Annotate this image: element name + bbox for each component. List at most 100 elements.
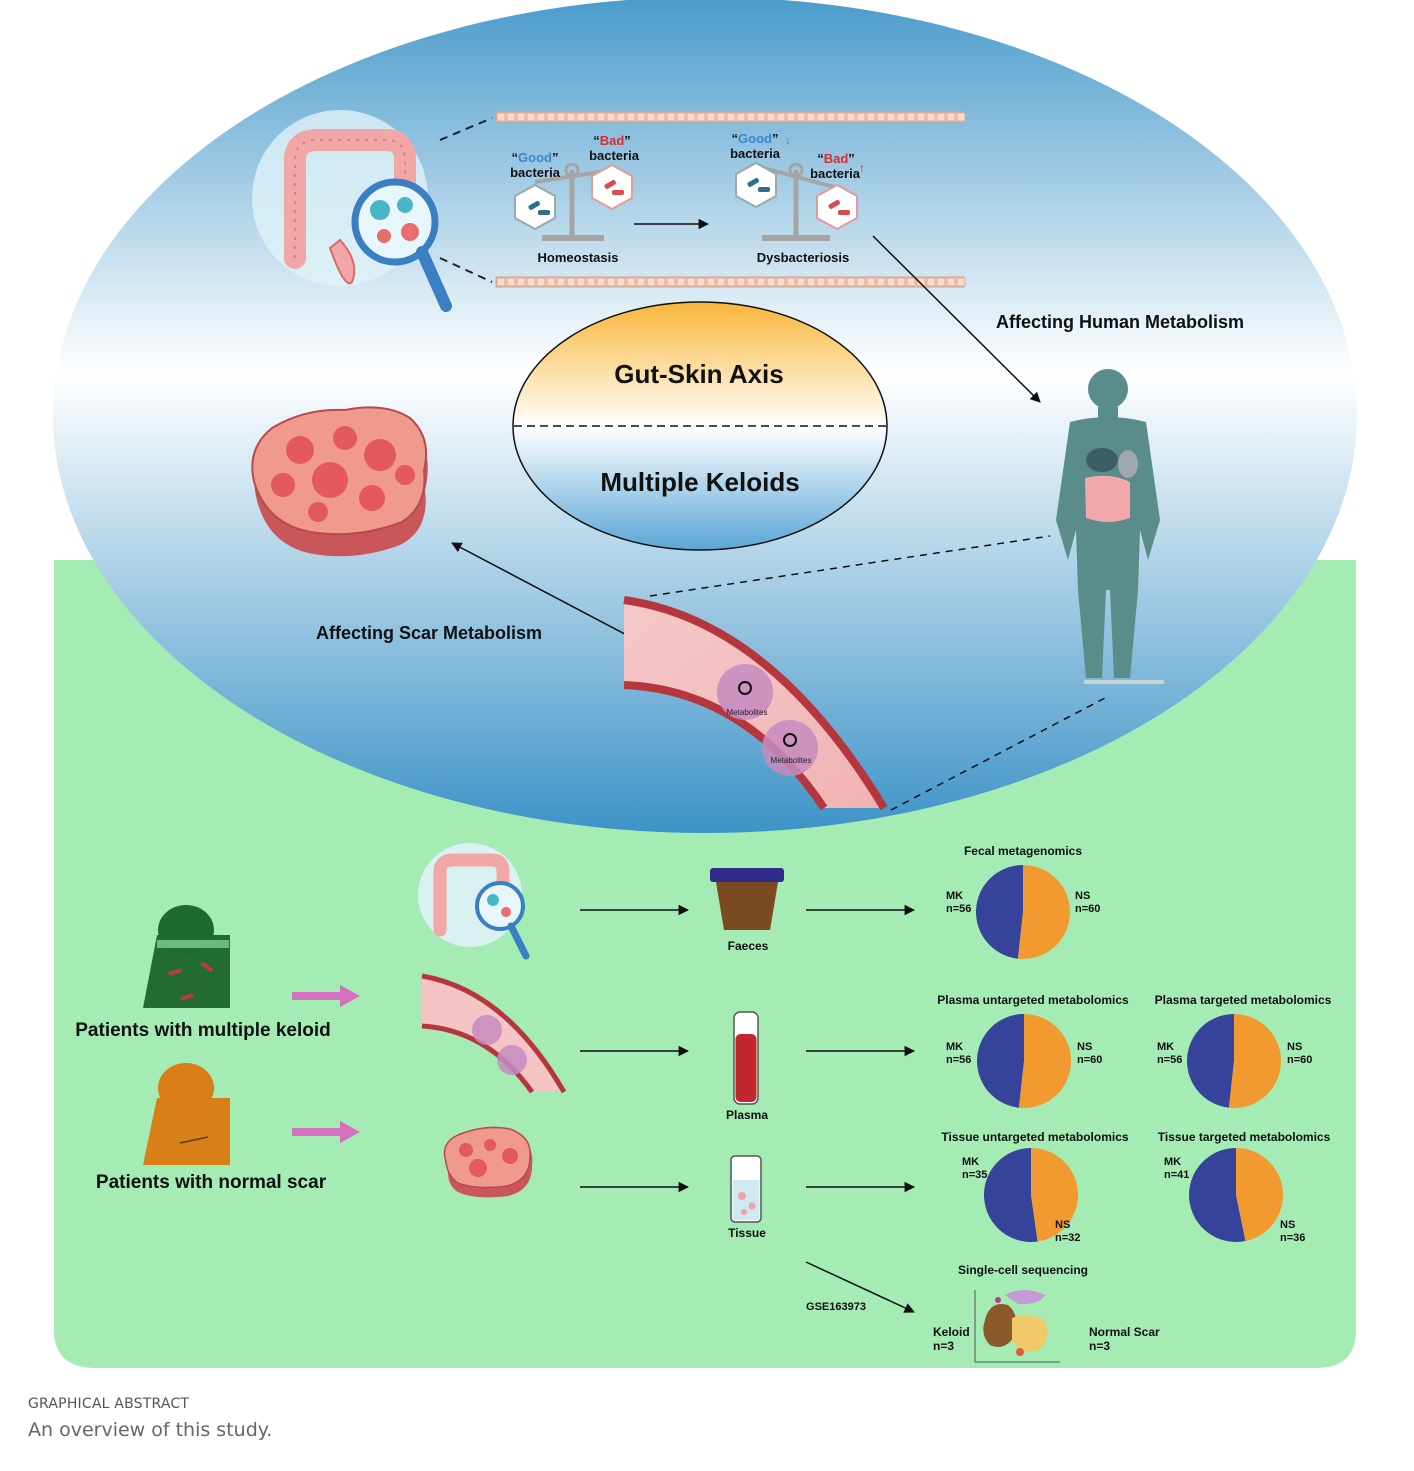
epithelium-cell bbox=[606, 277, 616, 287]
pie-label-mk: MK bbox=[946, 890, 963, 902]
tissue-label: Tissue bbox=[728, 1226, 766, 1240]
epithelium-cell bbox=[556, 112, 566, 122]
epithelium-cell bbox=[826, 112, 836, 122]
faeces-label: Faeces bbox=[728, 939, 769, 953]
epithelium-cell bbox=[946, 277, 956, 287]
keloid-n-label: n=3 bbox=[933, 1339, 954, 1353]
epithelium-cell bbox=[956, 277, 966, 287]
gut-magnifier-small bbox=[418, 843, 530, 960]
epithelium-cell bbox=[806, 112, 816, 122]
epithelium-cell bbox=[916, 112, 926, 122]
epithelium-cell bbox=[686, 112, 696, 122]
human-figure-illustration bbox=[1056, 369, 1164, 684]
epithelium-cell bbox=[646, 112, 656, 122]
epithelium-cell bbox=[646, 277, 656, 287]
pie-slice-mk bbox=[983, 1148, 1038, 1242]
pie-label-ns: n=60 bbox=[1077, 1054, 1102, 1066]
epithelium-cell bbox=[546, 277, 556, 287]
epithelium-cell bbox=[496, 277, 506, 287]
epithelium-cell bbox=[496, 112, 506, 122]
epithelium-cell bbox=[886, 277, 896, 287]
pie-title: Plasma untargeted metabolomics bbox=[937, 993, 1129, 1007]
keloid-tissue-illustration bbox=[251, 406, 428, 557]
patient-ns-icon bbox=[143, 1063, 230, 1165]
pie-title: Tissue targeted metabolomics bbox=[1158, 1130, 1331, 1144]
to-human-arrow bbox=[872, 235, 1041, 403]
bacteria-word-2: bacteria bbox=[589, 148, 640, 163]
pie-label-mk: n=56 bbox=[946, 1054, 971, 1066]
pie-title: Tissue untargeted metabolomics bbox=[941, 1130, 1128, 1144]
epithelium-cell bbox=[726, 277, 736, 287]
up-arrow-icon: ↑ bbox=[859, 161, 865, 175]
pie-label-ns: n=36 bbox=[1280, 1232, 1305, 1244]
epithelium-cell bbox=[676, 112, 686, 122]
metabolites-label-1: Metabolites bbox=[727, 708, 768, 717]
epithelium-cell bbox=[926, 277, 936, 287]
pie-label-mk: MK bbox=[962, 1156, 979, 1168]
epithelium-cell bbox=[796, 112, 806, 122]
bacteria-word-1: bacteria bbox=[510, 165, 561, 180]
keloid-label: Keloid bbox=[933, 1325, 970, 1339]
pie-label-ns: NS bbox=[1287, 1041, 1302, 1053]
metabolites-label-2: Metabolites bbox=[771, 756, 812, 765]
pie-label-mk: MK bbox=[1157, 1041, 1174, 1053]
epithelium-cell bbox=[926, 112, 936, 122]
pie-label-mk: n=41 bbox=[1164, 1169, 1189, 1181]
plasma-label: Plasma bbox=[726, 1108, 768, 1122]
epithelium-cell bbox=[856, 277, 866, 287]
epithelium-cell bbox=[556, 277, 566, 287]
epithelium-cell bbox=[896, 112, 906, 122]
epithelium-cell bbox=[626, 112, 636, 122]
connector-dashed bbox=[649, 535, 1051, 597]
row4-arrow bbox=[805, 1261, 915, 1313]
umap-plot-illustration bbox=[974, 1290, 1060, 1363]
epithelium-cell bbox=[916, 277, 926, 287]
caption-text: An overview of this study. bbox=[28, 1419, 273, 1441]
pink-arrow-1 bbox=[292, 985, 360, 1007]
epithelium-cell bbox=[826, 277, 836, 287]
pie-slice-ns bbox=[1236, 1148, 1283, 1242]
epithelium-cell bbox=[736, 112, 746, 122]
epithelium-cell bbox=[616, 277, 626, 287]
pie-slice-mk bbox=[976, 1014, 1024, 1108]
epithelium-cell bbox=[836, 112, 846, 122]
patients-mk-label: Patients with multiple keloid bbox=[75, 1020, 330, 1041]
bad-bacteria-label-1: “Bad” bbox=[593, 133, 631, 148]
epithelium-cell bbox=[756, 277, 766, 287]
epithelium-cell bbox=[546, 112, 556, 122]
pie-label-ns: NS bbox=[1055, 1219, 1070, 1231]
epithelium-cell bbox=[876, 277, 886, 287]
patients-ns-label: Patients with normal scar bbox=[96, 1172, 327, 1193]
pie-label-ns: n=60 bbox=[1287, 1054, 1312, 1066]
epithelium-cell bbox=[526, 112, 536, 122]
keloid-tissue-small bbox=[443, 1126, 533, 1198]
epithelium-cell bbox=[666, 277, 676, 287]
epithelium-cell bbox=[686, 277, 696, 287]
epithelium-cell bbox=[696, 277, 706, 287]
epithelium-cell bbox=[766, 112, 776, 122]
epithelium-cell bbox=[716, 277, 726, 287]
multiple-keloids-label: Multiple Keloids bbox=[600, 467, 799, 497]
epithelium-cell bbox=[696, 112, 706, 122]
epithelium-cell bbox=[596, 112, 606, 122]
good-bacteria-label-1: “Good” bbox=[512, 150, 559, 165]
pie-label-mk: n=56 bbox=[946, 903, 971, 915]
affecting-human-metabolism-label: Affecting Human Metabolism bbox=[996, 312, 1244, 332]
epithelium-cell bbox=[506, 112, 516, 122]
normal-scar-label: Normal Scar bbox=[1089, 1325, 1160, 1339]
epithelium-cell bbox=[666, 112, 676, 122]
epithelium-cell bbox=[736, 277, 746, 287]
epithelium-cell bbox=[786, 277, 796, 287]
gut-magnifier-illustration bbox=[252, 110, 452, 312]
epithelium-cell bbox=[706, 112, 716, 122]
epithelium-cell bbox=[636, 112, 646, 122]
epithelium-cell bbox=[516, 277, 526, 287]
epithelium-cell bbox=[766, 277, 776, 287]
epithelium-cell bbox=[836, 277, 846, 287]
epithelium-cell bbox=[626, 277, 636, 287]
epithelium-cell bbox=[866, 112, 876, 122]
epithelium-cell bbox=[746, 277, 756, 287]
epithelium-cell bbox=[846, 112, 856, 122]
